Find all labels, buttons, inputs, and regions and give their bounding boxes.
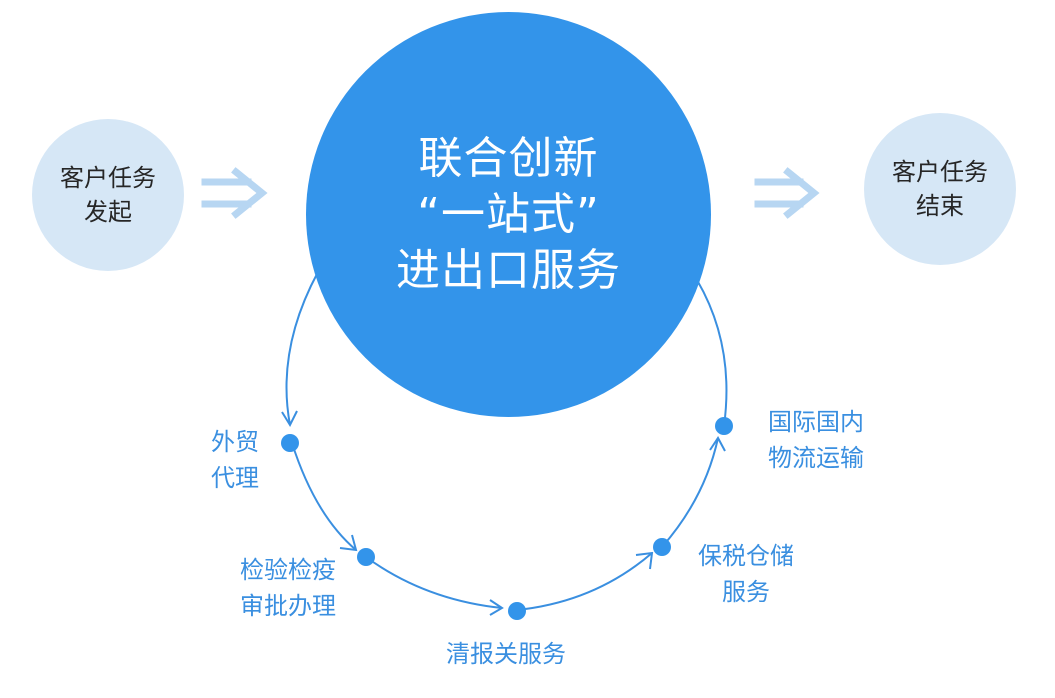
end-node-line2: 结束 — [916, 192, 964, 220]
flow-arc — [696, 279, 728, 427]
step-label-line2: 物流运输 — [768, 444, 864, 472]
flow-arc — [661, 437, 719, 548]
step-dot — [357, 548, 375, 566]
step-label-line1: 保税仓储 — [698, 542, 794, 570]
end-node: 客户任务 结束 — [864, 113, 1016, 265]
center-node: 联合创新 “一站式” 进出口服务 — [306, 12, 711, 417]
step-dot — [508, 602, 526, 620]
arrowhead-icon — [339, 534, 358, 552]
start-node: 客户任务 发起 — [32, 119, 184, 271]
step-dot — [653, 538, 671, 556]
arrow-right-icon — [754, 167, 820, 219]
center-line3: 进出口服务 — [396, 244, 621, 296]
end-node-line1: 客户任务 — [892, 158, 988, 186]
center-line2: “一站式” — [417, 188, 600, 240]
step-label-line2: 审批办理 — [240, 592, 336, 620]
arrowhead-icon — [489, 599, 504, 616]
center-line1: 联合创新 — [418, 132, 599, 184]
step-label-bonded-warehouse: 保税仓储 服务 — [684, 538, 808, 610]
step-label-logistics: 国际国内 物流运输 — [754, 404, 878, 476]
step-dot — [281, 434, 299, 452]
step-label-line2: 服务 — [722, 578, 770, 606]
start-node-line2: 发起 — [84, 198, 132, 226]
step-label-inspection: 检验检疫 审批办理 — [226, 552, 350, 624]
arrowhead-icon — [281, 410, 298, 428]
flow-arc — [365, 556, 503, 609]
step-label-line1: 外贸 — [211, 428, 259, 456]
step-label-line1: 国际国内 — [768, 408, 864, 436]
step-label-line1: 清报关服务 — [446, 640, 566, 668]
flow-arc — [291, 442, 357, 551]
arrow-right-icon — [201, 167, 268, 219]
step-label-customs: 清报关服务 — [426, 636, 586, 672]
start-node-line1: 客户任务 — [60, 164, 156, 192]
arrowhead-icon — [635, 551, 654, 570]
step-label-line1: 检验检疫 — [240, 556, 336, 584]
arrowhead-icon — [709, 436, 726, 452]
flow-arc — [516, 552, 653, 611]
step-dot — [715, 417, 733, 435]
flow-arc — [285, 271, 319, 426]
step-label-line2: 代理 — [211, 464, 259, 492]
step-label-trade-agency: 外贸 代理 — [200, 424, 270, 496]
